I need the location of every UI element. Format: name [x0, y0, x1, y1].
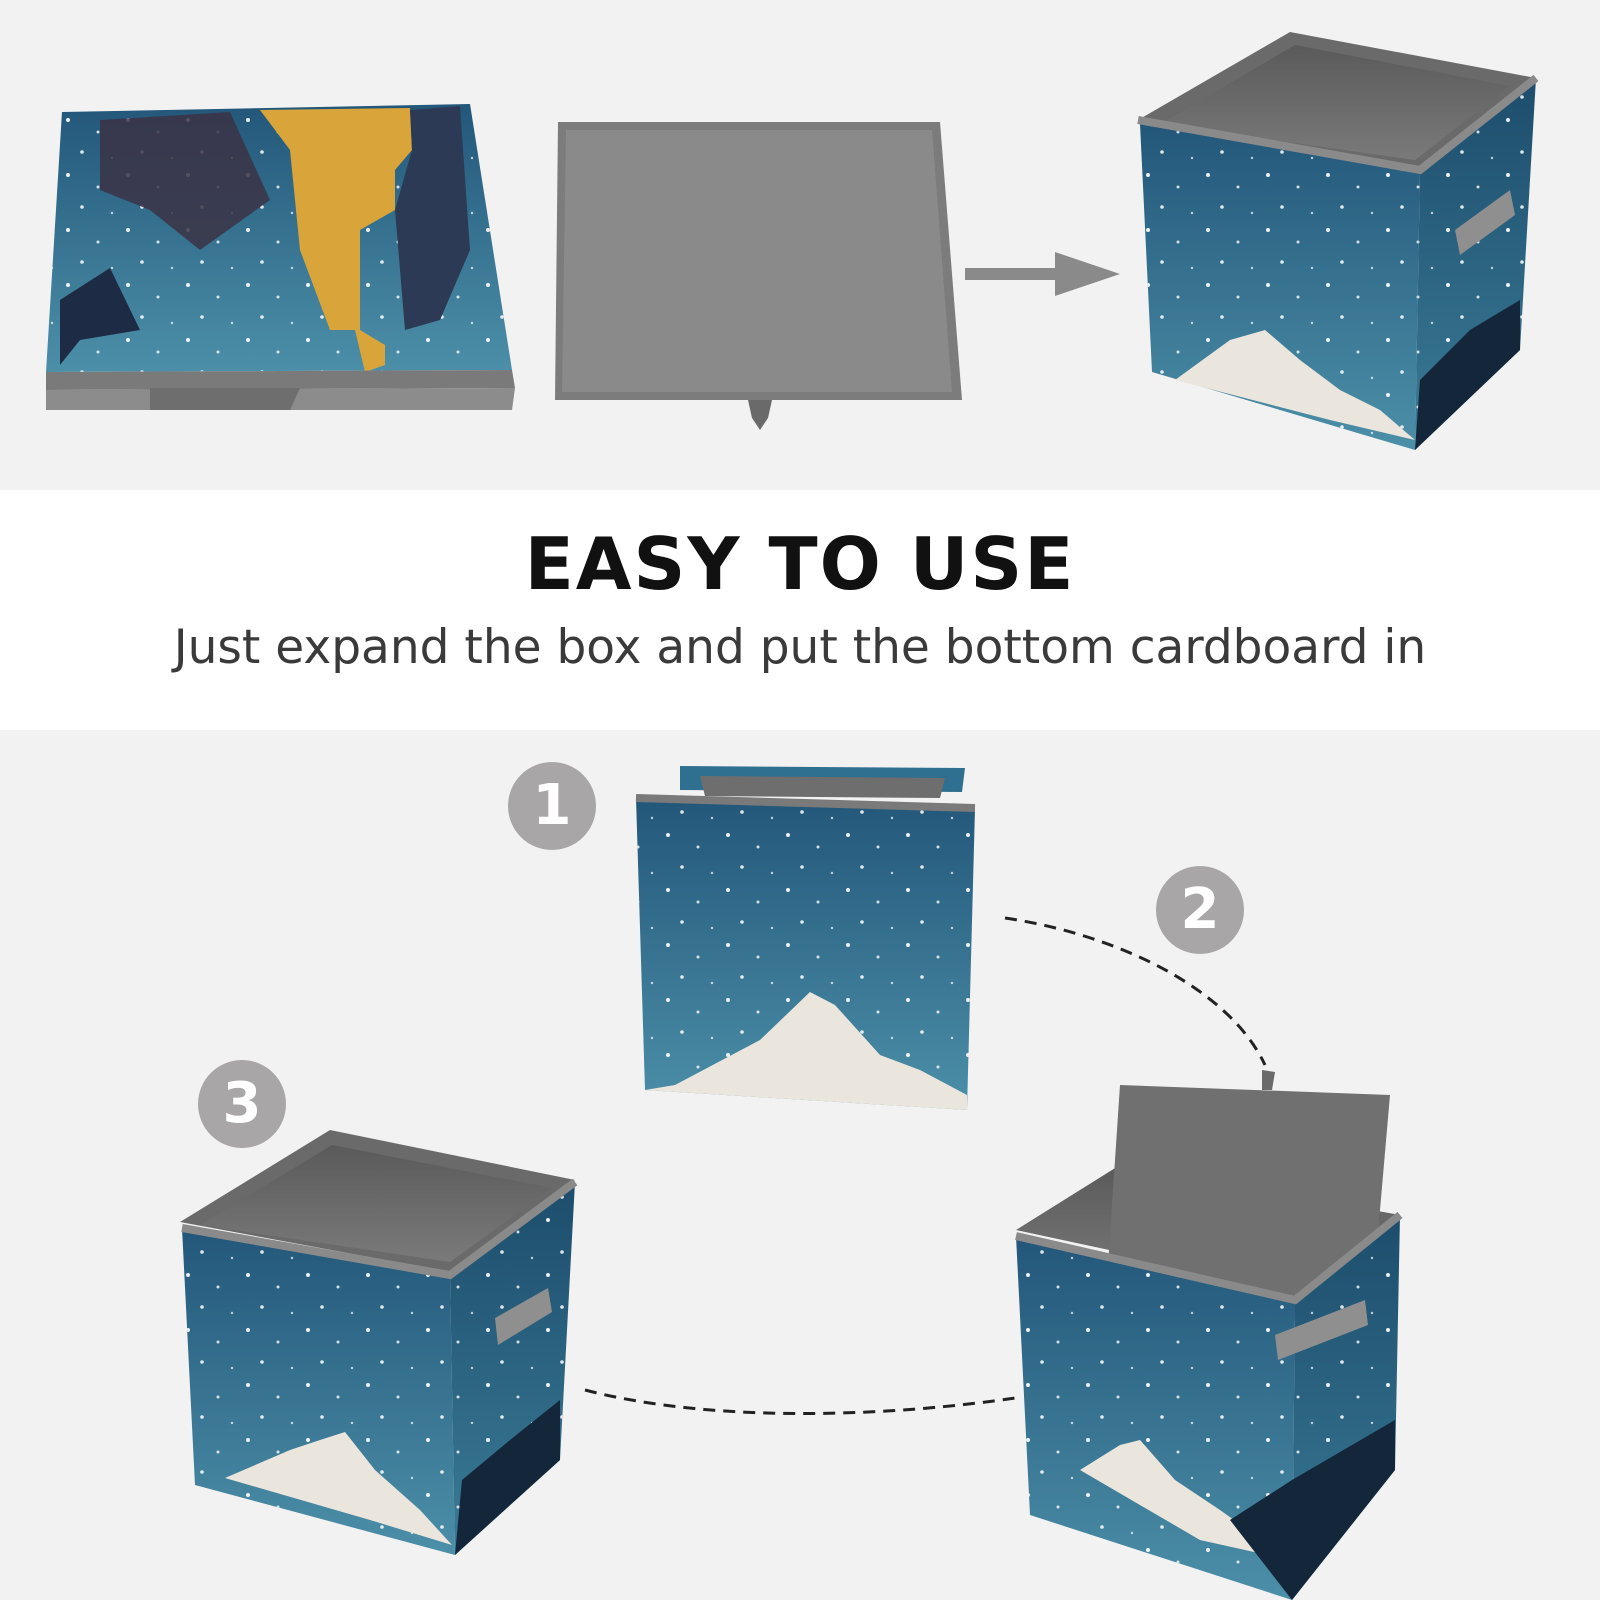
step-badge-1: 1: [508, 762, 596, 850]
step-2-box: [1015, 1070, 1403, 1600]
step-badge-3: 3: [198, 1060, 286, 1148]
assembled-box: [1137, 32, 1539, 450]
step-connector-1-2: [1004, 916, 1267, 1066]
step-badge-2: 2: [1156, 866, 1244, 954]
step-3-box: [180, 1130, 578, 1555]
page-subtitle: Just expand the box and put the bottom c…: [173, 620, 1427, 675]
page-title: EASY TO USE: [524, 522, 1076, 606]
step-1-box: [635, 766, 976, 1110]
caption-panel: [0, 490, 1600, 730]
step-connector-2-3: [584, 1388, 1016, 1415]
folded-box: [46, 104, 515, 410]
bottom-cardboard: [555, 122, 962, 430]
arrow-icon: [965, 252, 1120, 296]
